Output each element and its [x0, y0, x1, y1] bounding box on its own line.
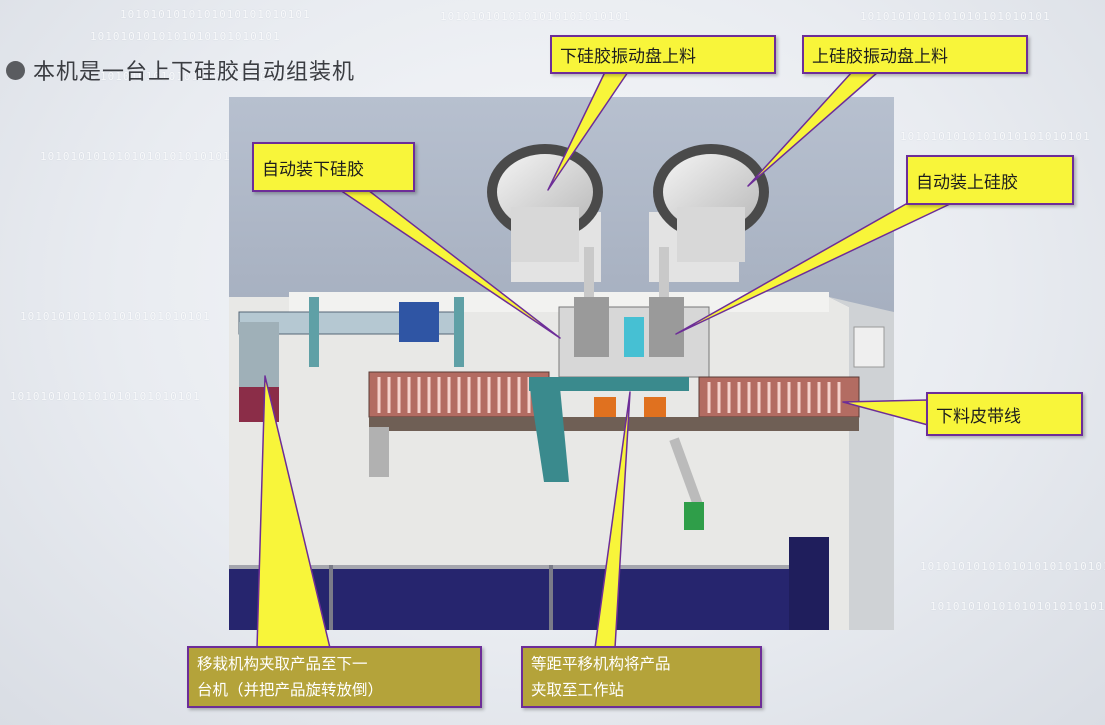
callout-bottom-silicone-feed: 下硅胶振动盘上料 — [550, 35, 776, 74]
callout-pitch-mechanism: 等距平移机构将产品 夹取至工作站 — [521, 646, 762, 708]
callout-top-silicone-feed: 上硅胶振动盘上料 — [802, 35, 1028, 74]
slide-title-row: 本机是一台上下硅胶自动组装机 — [6, 50, 355, 90]
callout-transfer-mechanism: 移栽机构夹取产品至下一 台机（并把产品旋转放倒） — [187, 646, 482, 708]
callout-output-belt: 下料皮带线 — [926, 392, 1083, 436]
bullet-icon — [6, 60, 25, 80]
callout-pitch-line2: 夹取至工作站 — [531, 681, 625, 699]
callout-transfer-line2: 台机（并把产品旋转放倒） — [197, 681, 384, 699]
callout-pitch-line1: 等距平移机构将产品 — [531, 655, 671, 673]
callout-transfer-line1: 移栽机构夹取产品至下一 — [197, 655, 368, 673]
callout-auto-top-silicone: 自动装上硅胶 — [906, 155, 1074, 205]
callout-auto-bottom-silicone: 自动装下硅胶 — [252, 142, 415, 192]
slide-title: 本机是一台上下硅胶自动组装机 — [33, 60, 356, 85]
